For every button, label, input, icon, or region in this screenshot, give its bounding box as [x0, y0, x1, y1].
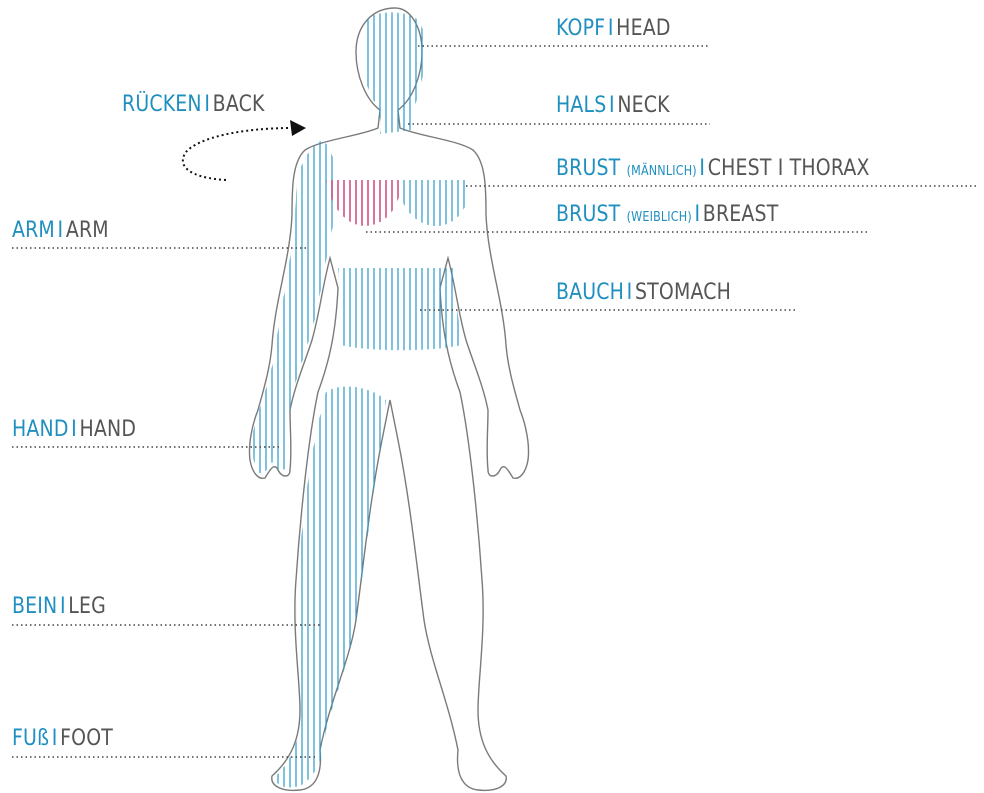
label-hand-de: HAND — [12, 417, 69, 442]
label-neck-sep: I — [606, 93, 617, 118]
label-stomach-sep: I — [624, 280, 635, 305]
label-back-en: BACK — [213, 92, 265, 117]
label-hand-en: HAND — [80, 417, 137, 442]
label-leg-de: BEIN — [12, 594, 57, 619]
label-back-sep: I — [202, 92, 213, 117]
label-head-de: KOPF — [556, 16, 605, 41]
label-neck-en: NECK — [617, 93, 669, 118]
label-foot-sep: I — [49, 726, 60, 751]
back-arrow-head — [290, 120, 306, 136]
label-leg-en: LEG — [68, 594, 106, 619]
label-arm-sep: I — [55, 218, 66, 243]
label-foot-en: FOOT — [60, 726, 113, 751]
label-hand-sep: I — [69, 417, 80, 442]
back-arrow — [183, 128, 292, 180]
label-breast-sep: I — [692, 202, 703, 227]
label-leg-sep: I — [57, 594, 68, 619]
label-chest-en: CHEST I THORAX — [708, 156, 870, 181]
label-breast-de: BRUST — [556, 202, 620, 227]
label-neck-de: HALS — [556, 93, 606, 118]
label-chest-qualifier: (MÄNNLICH) — [627, 164, 697, 179]
label-chest-de: BRUST — [556, 156, 620, 181]
label-stomach-de: BAUCH — [556, 280, 624, 305]
label-head-sep: I — [605, 16, 616, 41]
label-chest-sep: I — [697, 156, 708, 181]
breast-region — [326, 180, 402, 226]
label-breast-en: BREAST — [703, 202, 779, 227]
chest-region — [402, 180, 469, 226]
label-foot-de: FUß — [12, 726, 49, 751]
leader-lines — [12, 46, 978, 757]
label-breast-qualifier: (WEIBLICH) — [627, 210, 692, 225]
stomach-region — [338, 268, 462, 350]
label-arm-de: ARM — [12, 218, 55, 243]
label-stomach-en: STOMACH — [635, 280, 731, 305]
label-arm-en: ARM — [66, 218, 109, 243]
label-head-en: HEAD — [616, 16, 670, 41]
label-back-de: RÜCKEN — [122, 92, 202, 117]
leg-region — [276, 386, 386, 787]
head-region — [363, 12, 425, 134]
